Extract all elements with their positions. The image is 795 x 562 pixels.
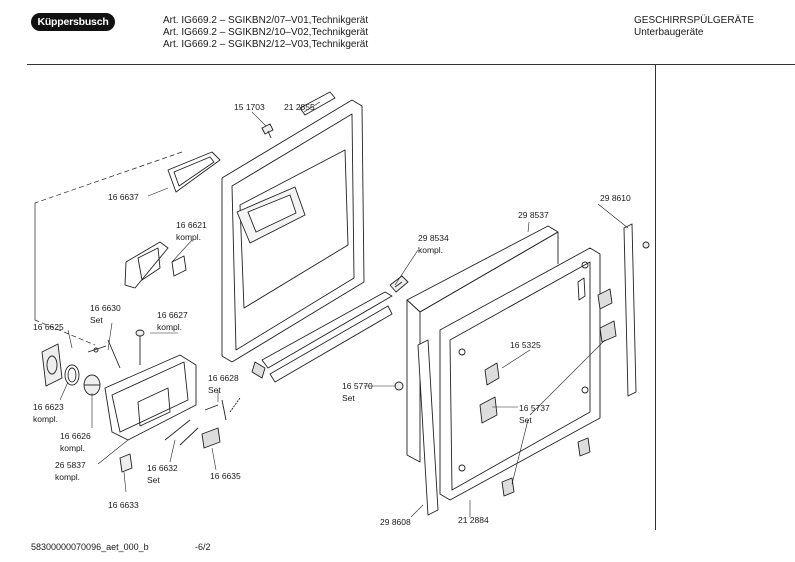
leader-lines bbox=[59, 101, 629, 518]
label-166628: 16 6628 bbox=[208, 373, 239, 383]
label-166630-note: Set bbox=[90, 315, 103, 325]
label-165325: 16 5325 bbox=[510, 340, 541, 350]
document-id: 58300000070096_aet_000_b bbox=[31, 542, 149, 552]
label-166632-note: Set bbox=[147, 475, 160, 485]
handle-frame-part bbox=[167, 151, 221, 193]
article-line-1: Art. IG669.2 – SGIKBN2/07–V01,Technikger… bbox=[163, 15, 369, 26]
header-divider bbox=[27, 64, 795, 65]
side-strip-right bbox=[623, 223, 650, 397]
label-298534: 29 8534 bbox=[418, 233, 449, 243]
label-151703: 15 1703 bbox=[234, 102, 265, 112]
label-165737-note: Set bbox=[519, 415, 532, 425]
control-module-part bbox=[124, 241, 187, 289]
label-212884: 21 2884 bbox=[458, 515, 489, 525]
part-labels: 15 1703 21 2855 16 6637 16 6621 kompl. 2… bbox=[33, 102, 631, 527]
category-subtitle: Unterbaugeräte bbox=[634, 27, 704, 38]
right-column-divider bbox=[655, 65, 656, 530]
assembly-dash-line bbox=[34, 151, 183, 346]
label-298534-note: kompl. bbox=[418, 245, 443, 255]
label-165770: 16 5770 bbox=[342, 381, 373, 391]
label-298610: 29 8610 bbox=[600, 193, 631, 203]
clip-set-part bbox=[164, 419, 199, 446]
category-title: GESCHIRRSPÜLGERÄTE bbox=[634, 15, 755, 26]
kueppersbusch-logo: Küppersbusch bbox=[31, 13, 115, 31]
article-line-3: Art. IG669.2 – SGIKBN2/12–V03,Technikger… bbox=[163, 39, 369, 50]
label-166626-note: kompl. bbox=[60, 443, 85, 453]
label-166623: 16 6623 bbox=[33, 402, 64, 412]
label-166628-note: Set bbox=[208, 385, 221, 395]
inner-door-panel bbox=[221, 91, 365, 363]
switch-part bbox=[135, 329, 145, 365]
screw-set-part bbox=[394, 381, 404, 391]
label-166627-note: kompl. bbox=[157, 322, 182, 332]
screw-part bbox=[261, 123, 274, 139]
knob-cover-part bbox=[41, 343, 63, 387]
ring-part bbox=[64, 364, 80, 386]
label-166621: 16 6621 bbox=[176, 220, 207, 230]
label-166621-note: kompl. bbox=[176, 232, 201, 242]
label-166635: 16 6635 bbox=[210, 471, 241, 481]
spring-set-part bbox=[204, 397, 241, 421]
label-166623-note: kompl. bbox=[33, 414, 58, 424]
front-door-panel bbox=[406, 225, 559, 463]
label-298608: 29 8608 bbox=[380, 517, 411, 527]
label-166633: 16 6633 bbox=[108, 500, 139, 510]
hinge-clip-part bbox=[389, 275, 409, 293]
label-166630: 16 6630 bbox=[90, 303, 121, 313]
knob-spring-part bbox=[83, 374, 101, 396]
outer-door-panel bbox=[439, 247, 617, 501]
door-bottom-strip bbox=[251, 291, 393, 383]
page-number: -6/2 bbox=[195, 542, 211, 552]
article-list: Art. IG669.2 – SGIKBN2/07–V01,Technikger… bbox=[163, 15, 368, 51]
label-166627: 16 6627 bbox=[157, 310, 188, 320]
lever-set-part bbox=[87, 339, 121, 369]
label-166625: 16 6625 bbox=[33, 322, 64, 332]
label-166632: 16 6632 bbox=[147, 463, 178, 473]
small-bracket-part bbox=[119, 453, 133, 473]
side-strip-left bbox=[417, 339, 439, 516]
control-housing-part bbox=[104, 354, 197, 441]
label-298537: 29 8537 bbox=[518, 210, 549, 220]
article-line-2: Art. IG669.2 – SGIKBN2/10–V02,Technikger… bbox=[163, 27, 369, 38]
label-265837: 26 5837 bbox=[55, 460, 86, 470]
label-212855: 21 2855 bbox=[284, 102, 315, 112]
category-block: GESCHIRRSPÜLGERÄTE Unterbaugeräte bbox=[634, 15, 754, 39]
label-165770-note: Set bbox=[342, 393, 355, 403]
label-166626: 16 6626 bbox=[60, 431, 91, 441]
label-265837-note: kompl. bbox=[55, 472, 80, 482]
label-165737: 16 5737 bbox=[519, 403, 550, 413]
label-166637: 16 6637 bbox=[108, 192, 139, 202]
microswitch-part bbox=[201, 427, 221, 449]
